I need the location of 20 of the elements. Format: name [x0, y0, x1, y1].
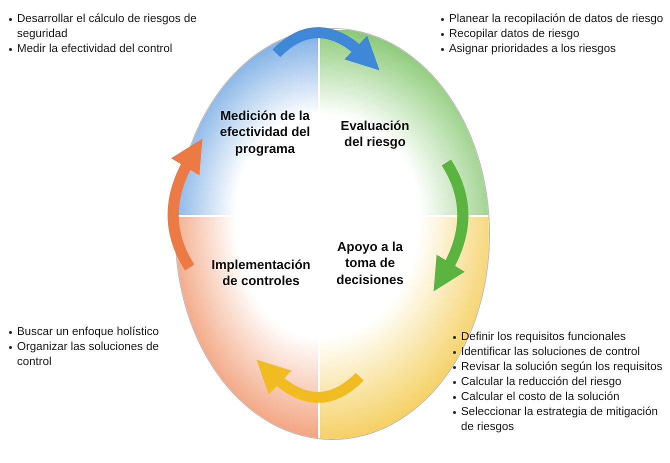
- quadrant-title: Apoyo a la toma de decisiones: [335, 239, 405, 288]
- bullet-item: Calcular el costo de la solución: [452, 390, 668, 405]
- curved-arrow: [256, 360, 364, 403]
- bullet-item: Recopilar datos de riesgo: [440, 26, 668, 42]
- bullet-item: Calcular la reducción del riesgo: [452, 374, 668, 390]
- quadrant-title: Evaluación del riesgo: [340, 118, 410, 150]
- curved-arrow: [434, 160, 468, 292]
- bullet-item: Buscar un enfoque holístico: [8, 325, 183, 340]
- bullet-item: Medir la efectividad del control: [8, 42, 198, 57]
- bullet-item: Identificar las soluciones de control: [452, 344, 668, 360]
- bullet-item: Revisar la solución según los requisitos: [452, 360, 668, 375]
- bullet-item: Seleccionar la estrategia de mitigación de riesgos: [452, 404, 668, 435]
- bullet-item: Planear la recopilación de datos de riesgo: [440, 12, 668, 27]
- curved-arrow: [168, 138, 202, 270]
- bullet-item: Asignar prioridades a los riesgos: [440, 42, 668, 57]
- quadrant-title: Implementación de controles: [210, 257, 312, 290]
- curved-arrow: [272, 27, 380, 70]
- quadrant-title: Medición de la efectividad del programa: [218, 108, 312, 157]
- bullet-item: Desarrollar el cálculo de riesgos de seguridad: [8, 12, 198, 42]
- bullet-item: Organizar las soluciones de control: [8, 340, 183, 370]
